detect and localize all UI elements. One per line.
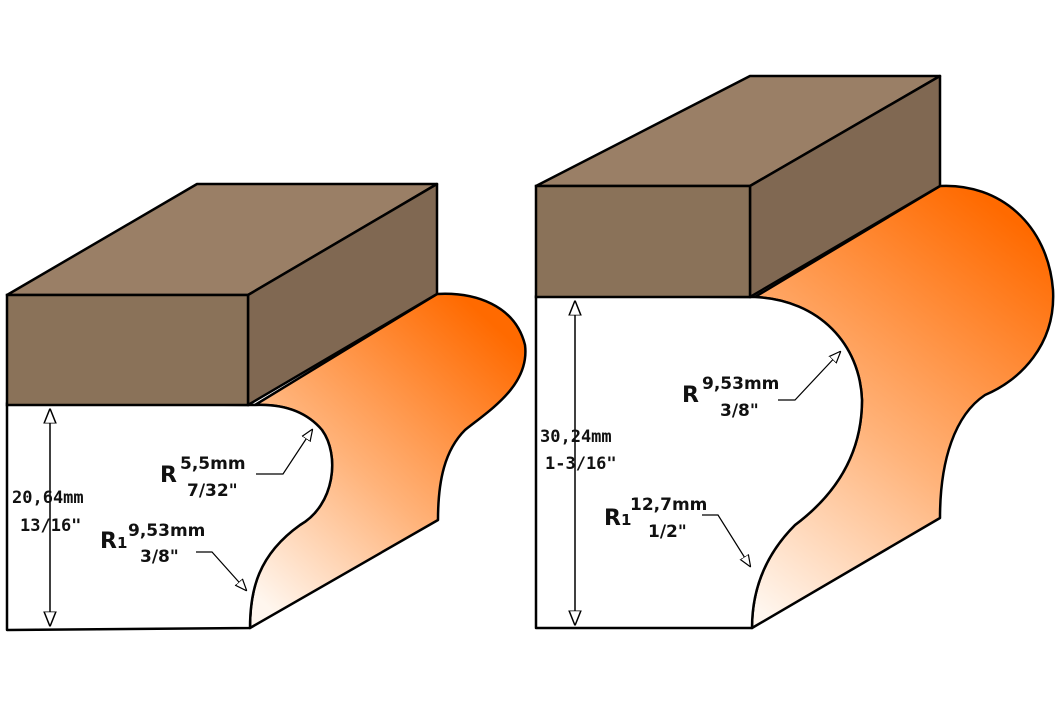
- left-r-mm: 5,5mm: [180, 454, 246, 474]
- right-r1-leader: [702, 514, 750, 566]
- right-r-leader: [778, 352, 840, 401]
- right-r1-label: R1: [604, 506, 631, 531]
- left-r1-subscript: 1: [117, 534, 127, 552]
- left-white-front-face: [5, 401, 334, 632]
- left-r-label: R: [160, 463, 177, 488]
- left-r-in: 7/32": [187, 481, 238, 501]
- right-r1-subscript: 1: [621, 511, 631, 529]
- left-r-leader: [256, 430, 312, 475]
- right-r-label: R: [682, 383, 699, 408]
- left-r1-label: R1: [100, 529, 127, 554]
- right-wood-front: [534, 184, 752, 299]
- left-r1-mm: 9,53mm: [128, 521, 205, 541]
- left-height-in: 13/16": [20, 516, 81, 536]
- right-height-mm: 30,24mm: [540, 427, 612, 447]
- right-r1-in: 1/2": [648, 522, 687, 542]
- left-profile: 20,64mm 13/16" R 5,5mm 7/32" R1 9,53mm 3…: [5, 182, 527, 632]
- right-r-mm: 9,53mm: [702, 374, 779, 394]
- right-white-front-face: [534, 294, 864, 630]
- right-height-in: 1-3/16": [545, 454, 617, 474]
- left-wood-front: [5, 293, 250, 407]
- left-r1-in: 3/8": [140, 547, 179, 567]
- left-height-mm: 20,64mm: [12, 488, 84, 508]
- right-profile: 30,24mm 1-3/16" R 9,53mm 3/8" R1 12,7mm …: [534, 74, 1055, 630]
- right-r1-mm: 12,7mm: [630, 495, 707, 515]
- left-r1-leader: [196, 551, 246, 590]
- right-r-in: 3/8": [720, 401, 759, 421]
